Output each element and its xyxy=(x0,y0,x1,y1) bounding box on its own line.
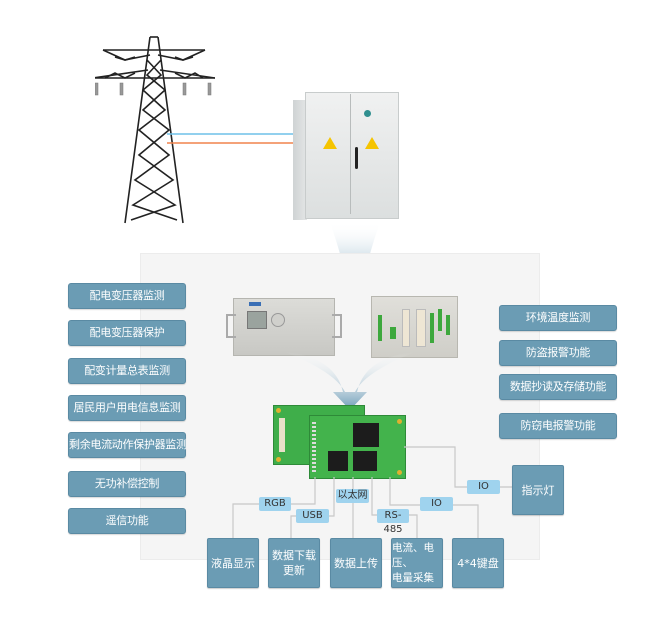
terminal-module-image xyxy=(371,296,458,358)
distribution-cabinet-image xyxy=(293,92,399,220)
peripheral-label: 数据下载更新 xyxy=(272,548,316,578)
function-temperature-monitoring: 环境温度监测 xyxy=(499,305,617,331)
interface-tag-io-bottom: IO xyxy=(420,497,453,511)
interface-tag-rgb: RGB xyxy=(259,497,291,511)
peripheral-keypad: 4*4键盘 xyxy=(452,538,504,588)
peripheral-label: 指示灯 xyxy=(521,483,555,497)
function-transformer-monitoring: 配电变压器监测 xyxy=(68,283,186,309)
warning-sign-icon xyxy=(365,137,379,149)
interface-tag-rs485: RS-485 xyxy=(377,509,409,535)
pcb-board-front-image xyxy=(309,415,406,479)
warning-sign-icon xyxy=(323,137,337,149)
label-line: 电流、电压、 xyxy=(392,541,434,569)
label-line: 电量采集 xyxy=(392,571,434,584)
protection-device-image xyxy=(226,298,342,356)
peripheral-label: 4*4键盘 xyxy=(457,556,499,570)
label-line: 数据下载 xyxy=(272,549,316,562)
function-remote-signaling: 遥信功能 xyxy=(68,508,186,534)
interface-tag-io-right: IO xyxy=(467,480,500,494)
function-transformer-protection: 配电变压器保护 xyxy=(68,320,186,346)
peripheral-acquisition: 电流、电压、电量采集 xyxy=(391,538,443,588)
function-residential-monitoring: 居民用户用电信息监测 xyxy=(68,395,186,421)
function-data-storage: 数据抄读及存储功能 xyxy=(499,374,617,400)
label-line: 更新 xyxy=(283,564,305,577)
logo-badge-icon xyxy=(364,110,371,117)
peripheral-data-upload: 数据上传 xyxy=(330,538,382,588)
function-electricity-theft-alarm: 防窃电报警功能 xyxy=(499,413,617,439)
peripheral-lcd-display: 液晶显示 xyxy=(207,538,259,588)
interface-tag-usb: USB xyxy=(296,509,329,523)
peripheral-label: 液晶显示 xyxy=(211,556,255,570)
peripheral-label: 电流、电压、电量采集 xyxy=(392,541,442,586)
function-meter-monitoring: 配变计量总表监测 xyxy=(68,358,186,384)
power-tower-icon xyxy=(95,36,215,224)
function-reactive-compensation: 无功补偿控制 xyxy=(68,471,186,497)
function-rcd-monitoring: 剩余电流动作保护器监测 xyxy=(68,432,187,458)
interface-tag-ethernet: 以太网 xyxy=(336,489,369,503)
peripheral-label: 数据上传 xyxy=(334,556,378,570)
merge-arrow-icon xyxy=(285,352,415,410)
function-anti-theft-alarm: 防盗报警功能 xyxy=(499,340,617,366)
peripheral-data-download: 数据下载更新 xyxy=(268,538,320,588)
door-handle xyxy=(355,147,358,169)
peripheral-indicator-light: 指示灯 xyxy=(512,465,564,515)
